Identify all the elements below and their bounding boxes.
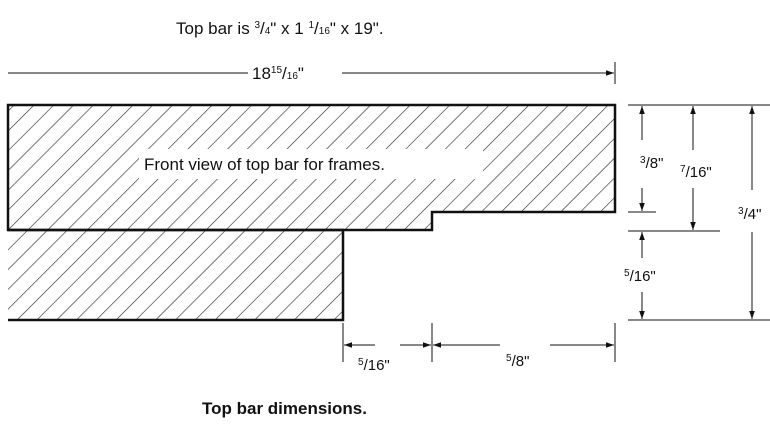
top-bar-lower-section	[8, 228, 345, 322]
overall-width-label: 1815/16"	[252, 64, 304, 83]
dim-3-4-label: 3/4"	[738, 206, 761, 223]
dim-5-16-right-label: 5/16"	[624, 268, 656, 285]
dim-5-8-label: 5/8"	[506, 353, 529, 370]
front-view-label: Front view of top bar for frames.	[144, 155, 385, 174]
caption: Top bar dimensions.	[202, 399, 367, 418]
front-view-label-bg	[139, 149, 483, 179]
dim-3-8-label: 3/8"	[640, 155, 663, 172]
top-bar-spec: Top bar is 3/4" x 1 1/16" x 19".	[176, 19, 384, 38]
dim-5-16-bottom-label: 5/16"	[358, 357, 390, 374]
dim-7-16-label: 7/16"	[680, 164, 712, 181]
